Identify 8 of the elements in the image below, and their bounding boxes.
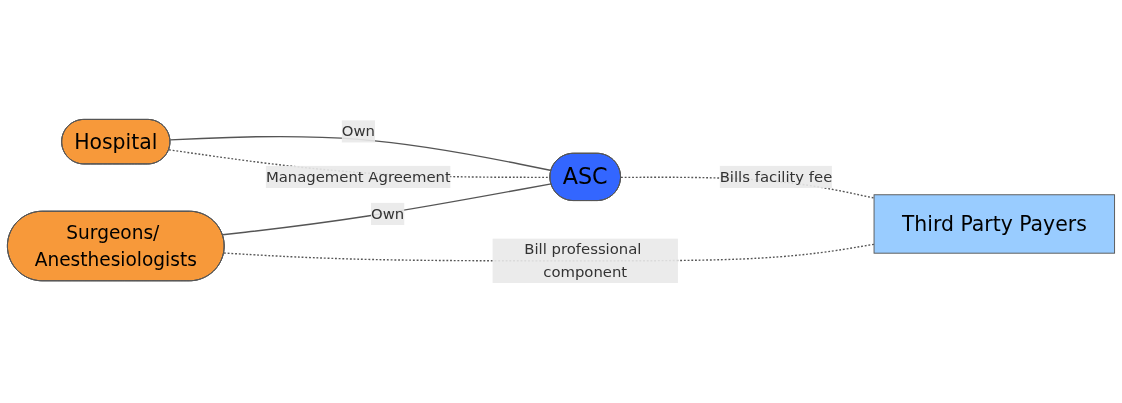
node-box: Third Party Payers (873, 194, 1116, 254)
edge-label: Management Agreement (265, 167, 451, 186)
edge-label: Bills facility fee (719, 167, 833, 186)
connector (169, 135, 553, 172)
edge-label: Own (371, 204, 405, 223)
edge-label: Own (341, 122, 375, 141)
edge-label: Bill professional component (524, 240, 642, 281)
connector (221, 183, 552, 236)
